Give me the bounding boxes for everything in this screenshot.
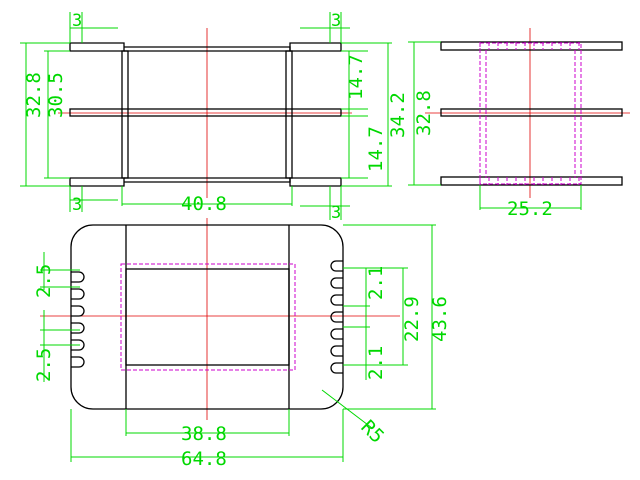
side-hidden-body	[479, 42, 582, 185]
pin-slot	[71, 339, 85, 351]
dim-inner-height: 30.5	[45, 72, 67, 118]
dim-window-width: 38.8	[181, 423, 227, 445]
dim-side-width: 25.2	[507, 198, 553, 220]
dim-flange-left-bottom: 3	[72, 195, 82, 215]
front-bottom-flange-left	[69, 177, 125, 187]
side-bottom-flange	[440, 176, 623, 186]
front-top-flange-right	[289, 42, 342, 52]
pin-slot	[71, 271, 85, 283]
front-bottom-flange-middle	[124, 177, 291, 183]
plan-window	[125, 268, 290, 366]
plan-view: 2.5 2.5 2.1 2.1 22.9 43.6 R5 38.8 64.8	[33, 218, 451, 470]
side-middle-flange	[440, 108, 623, 117]
left-pin-slots	[71, 271, 85, 368]
dim-lower-gap: 14.7	[365, 126, 387, 172]
side-top-flange	[440, 41, 623, 51]
pin-slot	[71, 356, 85, 368]
pin-slot	[330, 260, 343, 272]
front-top-flange-middle	[124, 46, 291, 52]
front-left-wall	[121, 50, 129, 179]
dim-body-width: 40.8	[181, 193, 227, 215]
pin-slot	[330, 328, 343, 340]
pin-slot	[330, 345, 343, 357]
front-middle-flange	[69, 108, 342, 117]
front-bottom-flange-right	[289, 177, 342, 187]
dim-leader-line	[321, 389, 373, 429]
front-view: 3 3 3 3 32.8 30.5 14.7 14.7	[20, 11, 409, 223]
dim-upper-gap: 14.7	[345, 54, 367, 100]
dim-flange-left-top: 3	[72, 11, 82, 31]
plan-outer-body	[70, 224, 344, 410]
dim-pin-pitch-bottom: 2.5	[33, 348, 55, 382]
dim-overall-height: 32.8	[23, 72, 45, 118]
pin-slot	[71, 305, 85, 317]
right-pin-slots	[330, 260, 343, 374]
pin-slot	[330, 311, 343, 323]
front-right-wall	[285, 50, 293, 179]
pin-slot	[330, 277, 343, 289]
dim-overall-width: 64.8	[181, 448, 227, 470]
plan-hidden-outline	[120, 263, 296, 371]
dim-plan-inner-height: 22.9	[401, 296, 423, 342]
pin-slot	[330, 362, 343, 374]
pin-slot	[330, 294, 343, 306]
side-flange-slots	[479, 42, 580, 185]
dim-pitch-right-a: 2.1	[365, 266, 387, 300]
front-top-flange-left	[69, 42, 125, 52]
dim-corner-radius: R5	[356, 416, 388, 448]
dim-flange-right-top: 3	[331, 11, 341, 31]
dim-pin-pitch-top: 2.5	[33, 264, 55, 298]
dim-side-height: 32.8	[413, 90, 435, 136]
side-view: 32.8 25.2	[408, 28, 630, 220]
dim-plan-overall-height: 43.6	[429, 296, 451, 342]
dim-right-height: 34.2	[387, 92, 409, 138]
pin-slot	[71, 288, 85, 300]
pin-slot	[71, 322, 85, 334]
dim-flange-right-bottom: 3	[331, 203, 341, 223]
dim-pitch-right-b: 2.1	[365, 346, 387, 380]
